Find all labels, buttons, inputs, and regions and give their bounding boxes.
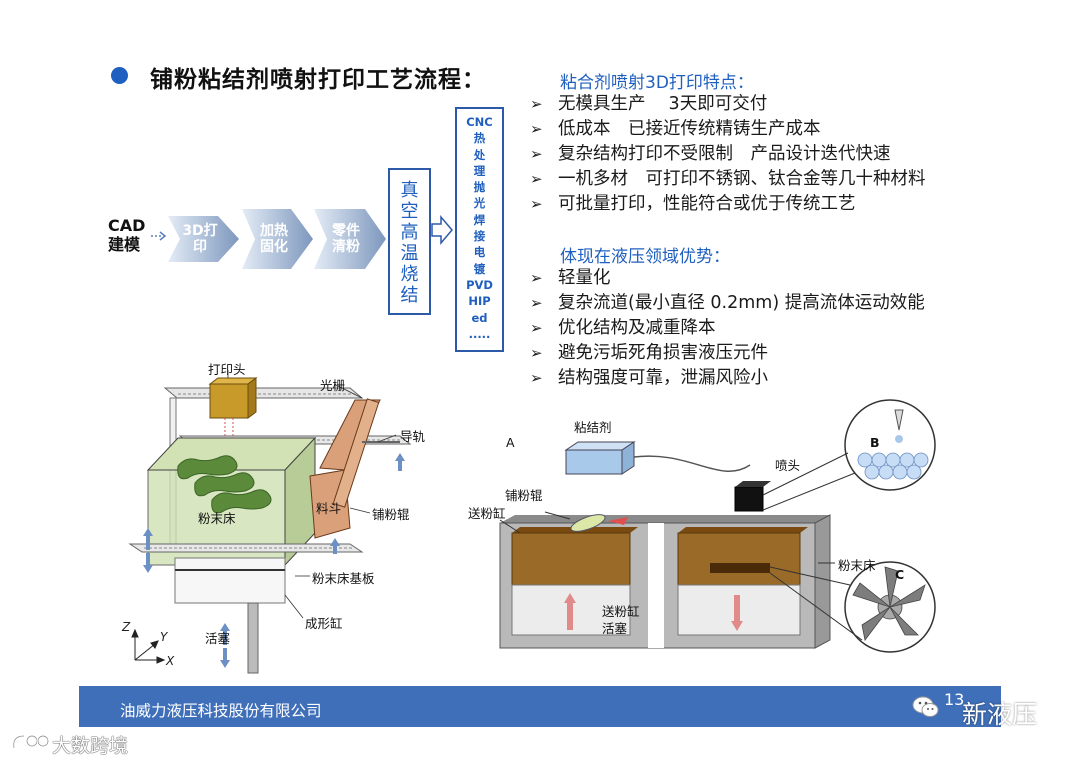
arrow-bullet-icon: ➢ <box>530 369 543 387</box>
wechat-brand-name: 新液压 <box>962 700 1038 729</box>
axis-x-label: X <box>166 654 175 668</box>
list-item: ➢可批量打印，性能符合或优于传统工艺 <box>530 192 926 217</box>
axis-z-label: Z <box>122 620 131 634</box>
step-arrow-clean <box>314 209 386 269</box>
label-powder-bed: 粉末床 <box>198 511 236 526</box>
arrow-bullet-icon: ➢ <box>530 95 543 113</box>
outline-arrow-icon <box>431 214 453 246</box>
label-base-plate: 粉末床基板 <box>312 571 375 586</box>
arrow-bullet-icon: ➢ <box>530 195 543 213</box>
machine-schematic-diagram: 打印头 光栅 导轨 粉末床 料斗 铺粉辊 粉末床基板 成形缸 活塞 Z Y X <box>100 358 440 678</box>
post-process-box: CNC 热 处 理 抛 光 焊 接 电 镀 PVD HIP ed ..... <box>455 107 504 352</box>
list-item: ➢低成本 已接近传统精铸生产成本 <box>530 117 926 142</box>
arrow-bullet-icon: ➢ <box>530 344 543 362</box>
label-a: A <box>506 435 515 450</box>
list-item: ➢一机多材 可打印不锈钢、钛合金等几十种材料 <box>530 167 926 192</box>
label-roller: 铺粉辊 <box>505 488 543 503</box>
machine-schematic-drawing <box>128 370 412 674</box>
binder-jetting-drawing <box>499 399 936 653</box>
process-cad-label: CAD 建模 <box>108 216 145 254</box>
step-clean-label: 零件清粉 <box>332 223 360 255</box>
list-item: ➢结构强度可靠，泄漏风险小 <box>530 366 925 391</box>
step-arrow-print <box>168 216 239 262</box>
watermark-text: 大数跨境 <box>52 735 129 757</box>
arrow-bullet-icon: ➢ <box>530 269 543 287</box>
label-piston: 活塞 <box>205 631 231 646</box>
label-guide-rail: 导轨 <box>400 429 426 444</box>
list-item: ➢轻量化 <box>530 266 925 291</box>
label-powder-bed: 粉末床 <box>838 558 876 573</box>
label-c: C <box>895 567 905 582</box>
step-print-label: 3D打印 <box>182 223 218 255</box>
arrow-bullet-icon: ➢ <box>530 319 543 337</box>
arrow-bullet-icon: ➢ <box>530 145 543 163</box>
list-item: ➢避免污垢死角损害液压元件 <box>530 341 925 366</box>
vacuum-sinter-box: 真 空 高 温 烧 结 <box>388 168 431 315</box>
label-feed-cylinder: 送粉缸 <box>468 506 506 521</box>
cad-dotted-arrow-icon <box>151 231 167 241</box>
wechat-icon <box>912 696 939 717</box>
arrow-bullet-icon: ➢ <box>530 294 543 312</box>
features-heading: 粘合剂喷射3D打印特点： <box>560 73 754 93</box>
label-grating: 光栅 <box>320 378 346 393</box>
footer-company: 油威力液压科技股份有限公司 <box>120 702 322 720</box>
label-hopper: 料斗 <box>316 501 342 516</box>
advantages-list: ➢轻量化 ➢复杂流道(最小直径 0.2mm) 提高流体运动效能 ➢优化结构及减重… <box>530 266 925 391</box>
label-nozzle: 喷头 <box>775 458 801 473</box>
step-cure-label: 加热固化 <box>260 223 288 255</box>
binder-jetting-diagram: A B C 粘结剂 喷头 铺粉辊 送粉缸 粉末床 送粉缸 活塞 <box>468 395 950 675</box>
arrow-bullet-icon: ➢ <box>530 120 543 138</box>
label-print-head: 打印头 <box>208 362 246 377</box>
footer-bar <box>79 686 1001 727</box>
label-build-cylinder: 成形缸 <box>305 616 343 631</box>
label-feed-piston: 送粉缸 活塞 <box>602 604 640 636</box>
step-arrow-cure <box>242 209 313 269</box>
list-item: ➢无模具生产 3天即可交付 <box>530 92 926 117</box>
cad-line2: 建模 <box>108 235 141 254</box>
arrow-bullet-icon: ➢ <box>530 170 543 188</box>
label-binder: 粘结剂 <box>574 420 612 435</box>
list-item: ➢复杂结构打印不受限制 产品设计迭代快速 <box>530 142 926 167</box>
cad-line1: CAD <box>108 216 146 235</box>
watermark-logo-icon <box>12 734 50 749</box>
title-bullet-icon <box>111 67 128 84</box>
page-title: 铺粉粘结剂喷射打印工艺流程： <box>150 67 486 93</box>
advantages-heading: 体现在液压领域优势： <box>560 247 730 267</box>
list-item: ➢复杂流道(最小直径 0.2mm) 提高流体运动效能 <box>530 291 925 316</box>
axis-y-label: Y <box>160 630 168 644</box>
list-item: ➢优化结构及减重降本 <box>530 316 925 341</box>
label-b: B <box>870 435 880 450</box>
label-roller: 铺粉辊 <box>372 507 410 522</box>
features-list: ➢无模具生产 3天即可交付 ➢低成本 已接近传统精铸生产成本 ➢复杂结构打印不受… <box>530 92 926 217</box>
page-number: 13 <box>944 690 965 709</box>
